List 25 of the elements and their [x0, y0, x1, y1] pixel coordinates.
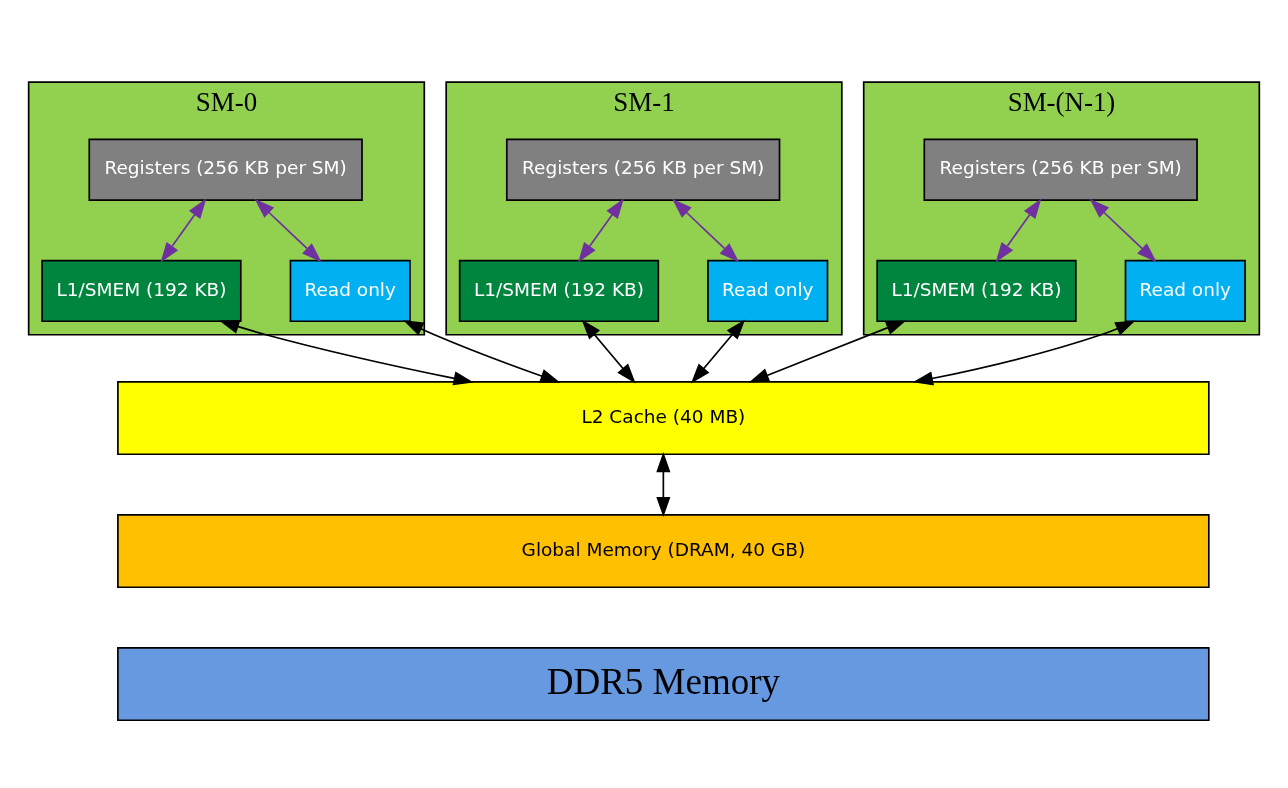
node-box: L1/SMEM (192 KB)	[41, 259, 242, 322]
arrow	[578, 198, 624, 263]
arrow	[403, 319, 561, 383]
node-box: Registers (256 KB per SM)	[88, 138, 363, 201]
node-box: L2 Cache (40 MB)	[117, 380, 1210, 455]
arrow	[691, 318, 746, 384]
node-box: Global Memory (DRAM, 40 GB)	[117, 513, 1210, 588]
arrow	[1089, 198, 1157, 262]
arrow	[254, 198, 322, 262]
arrow	[748, 319, 907, 383]
node-box: L1/SMEM (192 KB)	[458, 259, 660, 322]
node-box: Registers (256 KB per SM)	[923, 138, 1198, 201]
node-box: Read only	[1124, 259, 1246, 322]
arrow	[995, 198, 1042, 263]
arrow	[912, 319, 1136, 385]
arrow	[672, 198, 740, 262]
arrow	[219, 319, 474, 385]
node-box: DDR5 Memory	[117, 646, 1210, 721]
node-box: Read only	[289, 259, 411, 322]
node-box: Registers (256 KB per SM)	[505, 138, 781, 201]
arrow	[656, 451, 671, 517]
arrow	[160, 198, 207, 263]
node-box: L1/SMEM (192 KB)	[876, 259, 1077, 322]
node-box: Read only	[707, 259, 829, 322]
arrow	[581, 318, 636, 384]
